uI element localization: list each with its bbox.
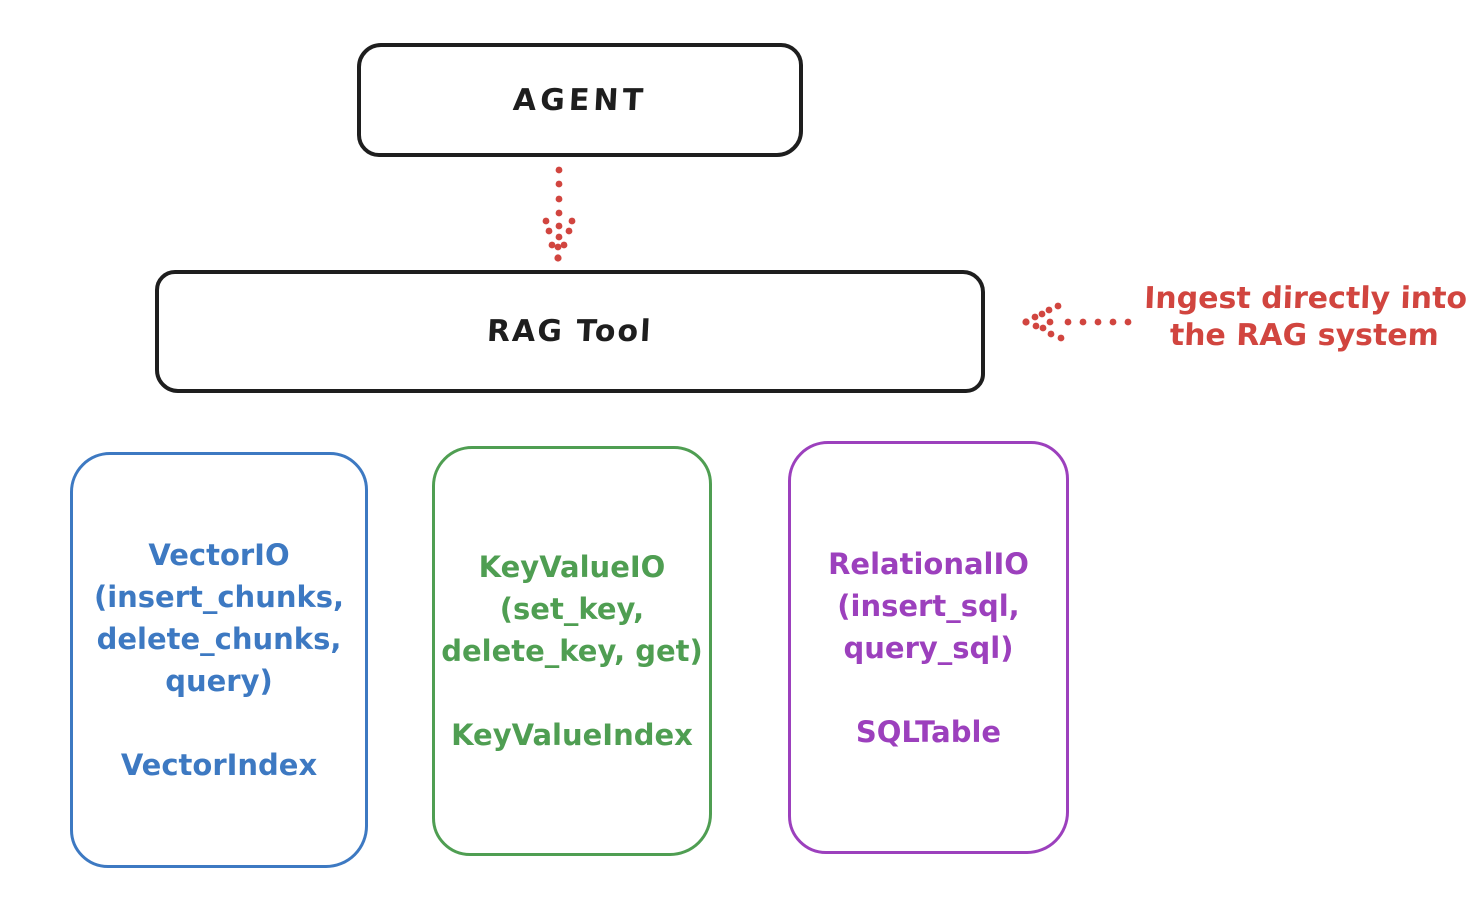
vectorio-methods: VectorIO (insert_chunks, delete_chunks, …	[94, 534, 344, 702]
relationalio-methods: RelationalIO (insert_sql, query_sql)	[828, 543, 1029, 669]
ingest-annotation-line: the RAG system	[1169, 318, 1440, 353]
relationalio-index-label: SQLTable	[855, 714, 1002, 749]
vectorio-box: VectorIO (insert_chunks, delete_chunks, …	[70, 452, 368, 868]
io-line: query)	[165, 664, 273, 698]
keyvalueio-box: KeyValueIO (set_key, delete_key, get) Ke…	[432, 446, 712, 856]
ingest-arrow	[1022, 302, 1132, 342]
ingest-annotation: Ingest directly into the RAG system	[1137, 280, 1474, 354]
rag-tool-box: RAG Tool	[155, 270, 985, 393]
agent-box: AGENT	[357, 43, 803, 157]
keyvalueio-methods: KeyValueIO (set_key, delete_key, get)	[441, 546, 703, 672]
io-line: (insert_chunks,	[93, 580, 345, 614]
relationalio-box: RelationalIO (insert_sql, query_sql) SQL…	[788, 441, 1069, 854]
ingest-annotation-line: Ingest directly into	[1143, 281, 1468, 316]
io-line: KeyValueIO	[478, 550, 666, 584]
keyvalueio-index-label: KeyValueIndex	[451, 718, 693, 752]
io-line: VectorIO	[148, 538, 290, 572]
io-line: delete_key, get)	[441, 634, 703, 668]
io-line: query_sql)	[843, 630, 1014, 665]
io-line: (insert_sql,	[837, 588, 1020, 623]
rag-tool-label: RAG Tool	[486, 314, 654, 349]
io-line: RelationalIO	[828, 546, 1029, 581]
agent-to-ragtool-arrow	[542, 166, 576, 262]
vectorio-index-label: VectorIndex	[120, 748, 318, 782]
io-line: delete_chunks,	[96, 622, 342, 656]
agent-label: AGENT	[512, 82, 648, 118]
io-line: (set_key,	[499, 592, 645, 626]
